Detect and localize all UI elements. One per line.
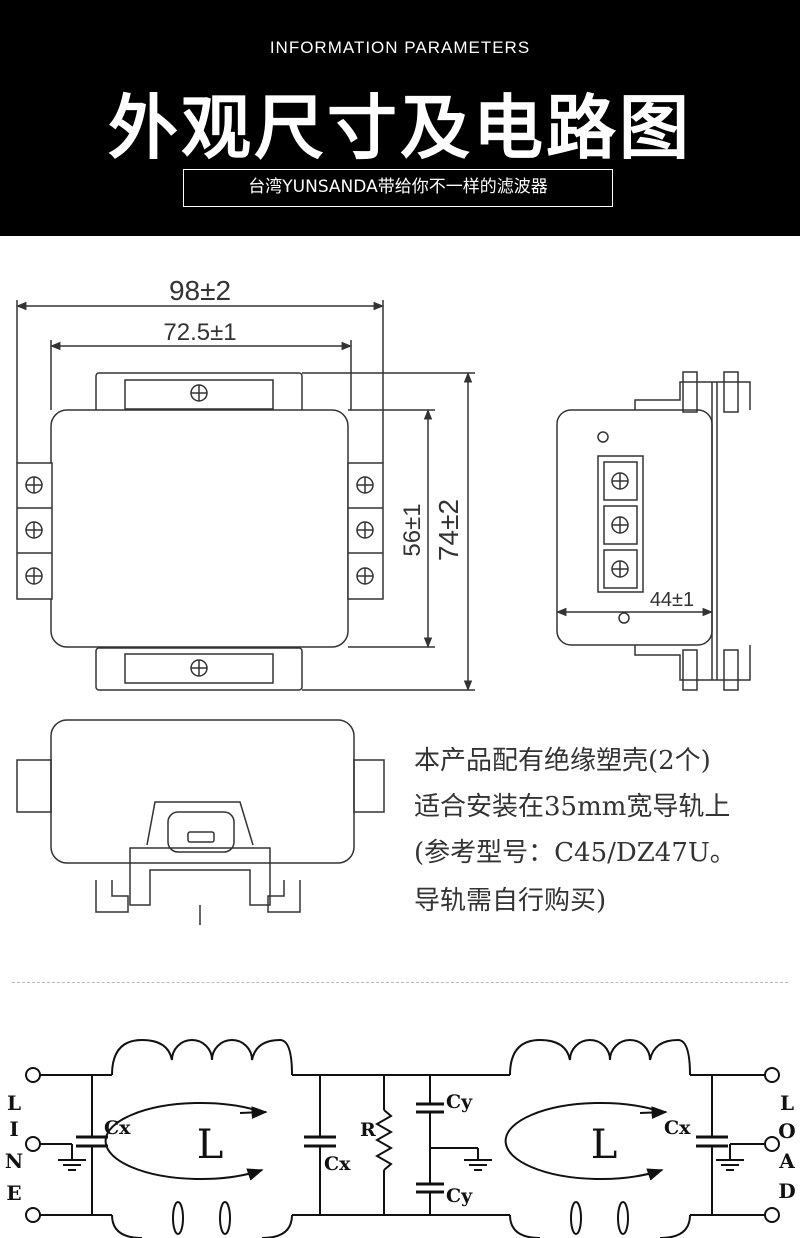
dim-overall-width: 98±2 <box>169 275 231 306</box>
slogan-box: 台湾YUNSANDA带给你不一样的滤波器 <box>183 169 613 207</box>
top-view <box>15 300 475 692</box>
note-line-1: 本产品配有绝缘塑壳(2个) <box>414 746 711 776</box>
dimension-drawing: 98±2 72.5±1 56±1 74±2 44±1 <box>15 275 751 925</box>
cy-label-top: Cy <box>446 1091 473 1113</box>
front-view <box>16 719 385 925</box>
cx-label-left: Cx <box>104 1117 131 1139</box>
resistor-label: R <box>360 1119 376 1141</box>
cy-label-bottom: Cy <box>446 1185 473 1207</box>
circuit-diagram: L I N E L O A D Cx Cx Cx Cy Cy R L L <box>5 1038 796 1238</box>
dim-body-height: 56±1 <box>399 503 426 556</box>
section-divider <box>12 982 788 983</box>
line-label-4: E <box>6 1181 21 1205</box>
dim-mount-width: 72.5±1 <box>163 319 236 346</box>
load-label-1: L <box>780 1091 794 1115</box>
note-line-2: 适合安装在35mm宽导轨上 <box>414 792 731 822</box>
load-label-3: A <box>778 1149 795 1173</box>
line-label-3: N <box>5 1149 23 1173</box>
load-label-2: O <box>778 1119 795 1143</box>
header-banner: INFORMATION PARAMETERS 外观尺寸及电路图 台湾YUNSAN… <box>0 0 800 236</box>
line-label-1: L <box>7 1091 21 1115</box>
header-subtitle: INFORMATION PARAMETERS <box>269 38 531 57</box>
dim-side-depth: 44±1 <box>650 589 694 611</box>
dim-overall-height: 74±2 <box>433 499 464 561</box>
inductor-label-left: L <box>197 1122 224 1168</box>
load-label-4: D <box>778 1179 795 1203</box>
cx-label-middle: Cx <box>324 1153 351 1175</box>
page-title: 外观尺寸及电路图 <box>108 87 692 169</box>
cx-label-right: Cx <box>664 1117 691 1139</box>
note-line-4: 导轨需自行购买) <box>414 886 607 916</box>
inductor-label-right: L <box>591 1122 618 1168</box>
note-line-3: (参考型号：C45/DZ47U。 <box>414 838 736 868</box>
side-view <box>555 371 751 691</box>
line-label-2: I <box>9 1117 18 1141</box>
